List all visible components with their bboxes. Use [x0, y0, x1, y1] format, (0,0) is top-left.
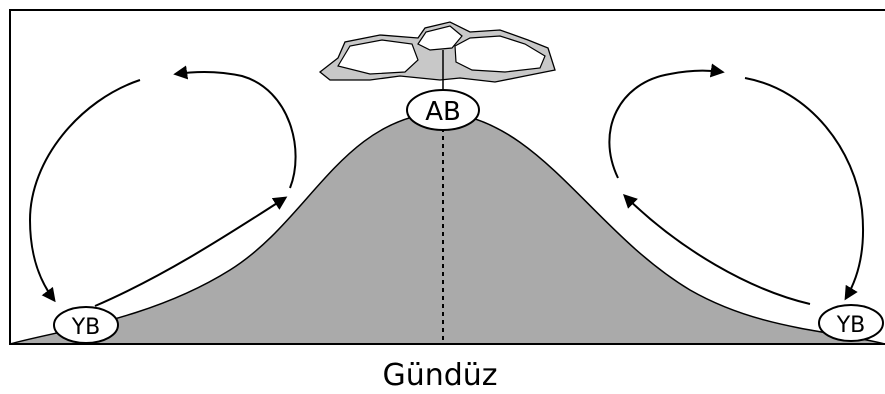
- low-pressure-left-label: YB: [71, 315, 101, 340]
- low-pressure-right-label: YB: [836, 313, 866, 338]
- high-pressure-marker: AB: [407, 90, 479, 130]
- diagram-caption: Gündüz: [382, 358, 497, 393]
- low-pressure-left-marker: YB: [54, 307, 118, 343]
- high-pressure-label: AB: [425, 97, 461, 127]
- low-pressure-right-marker: YB: [819, 305, 883, 341]
